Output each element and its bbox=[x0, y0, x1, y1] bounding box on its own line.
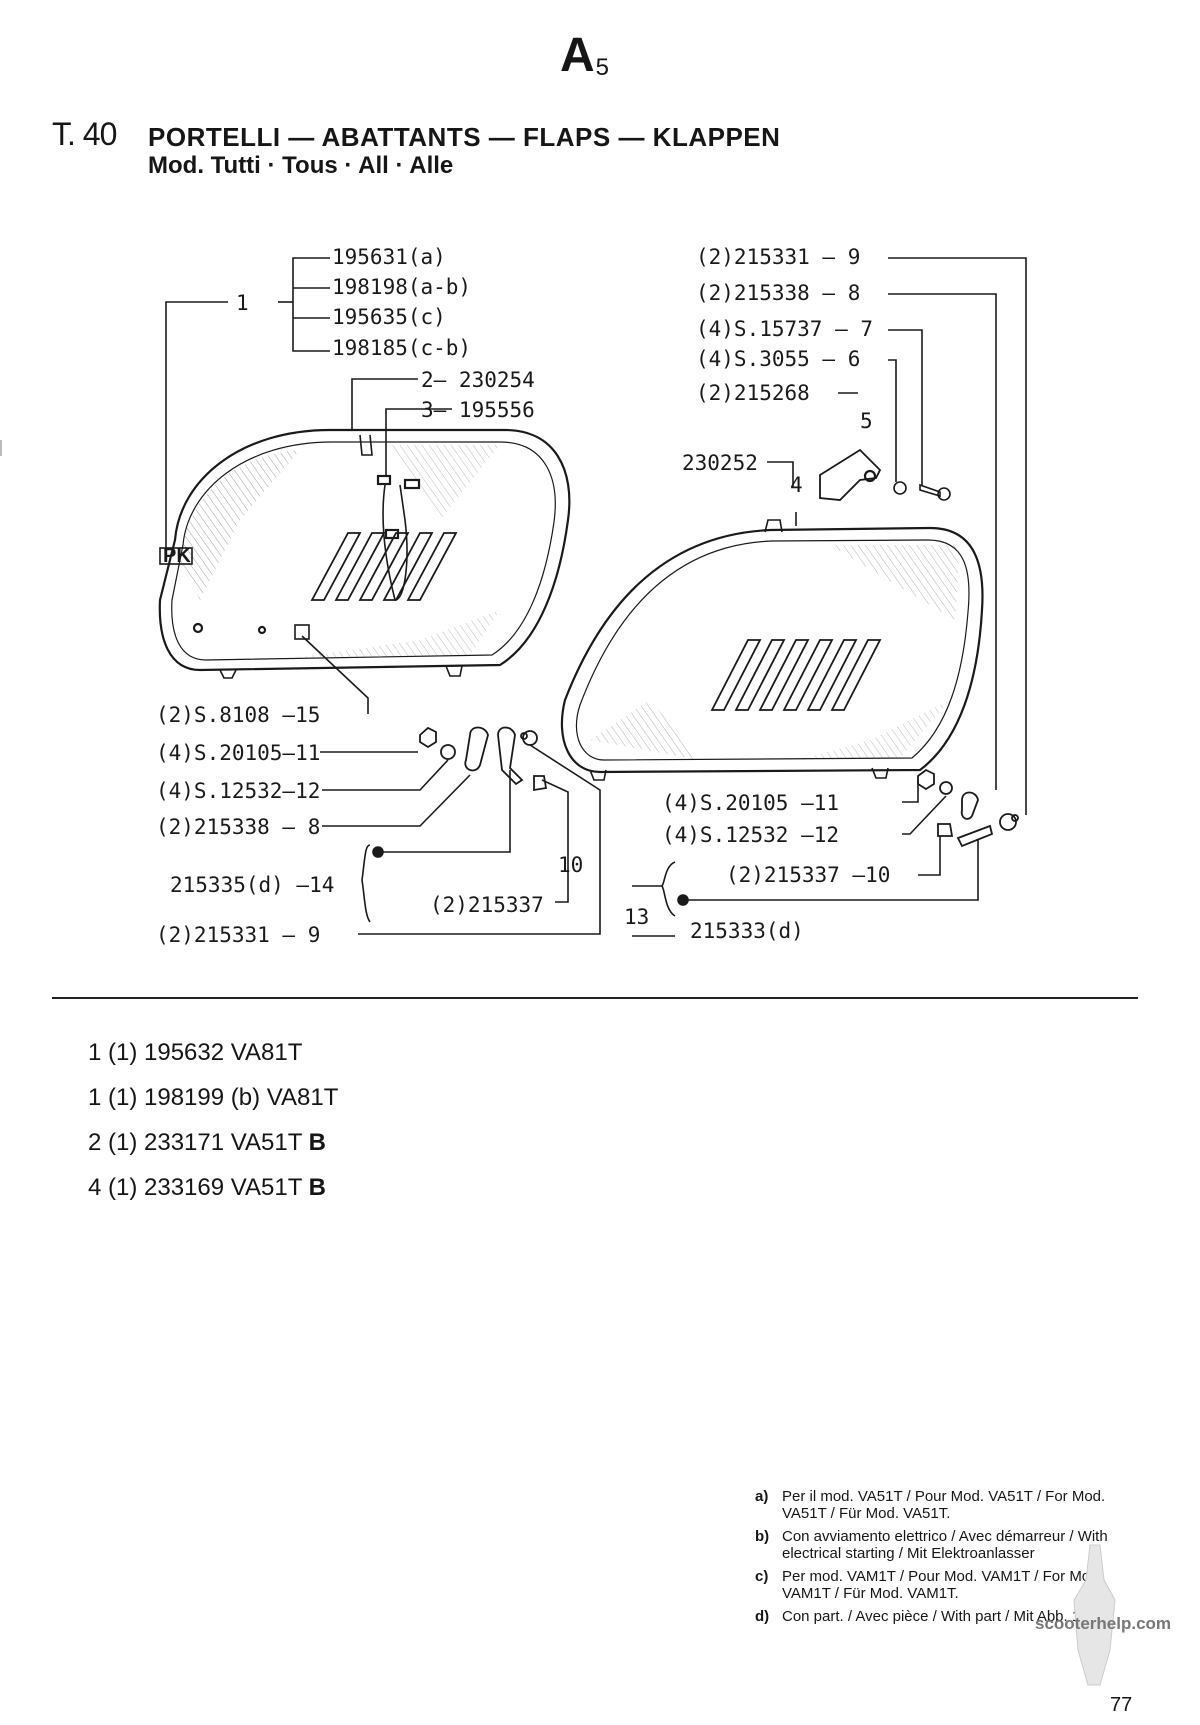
footnote: b)Con avviamento elettrico / Avec démarr… bbox=[755, 1528, 1108, 1562]
callout-13-part: 215333(d) bbox=[690, 919, 804, 943]
leader-lines bbox=[165, 257, 1027, 937]
callout-13-no: 13 bbox=[624, 905, 649, 929]
callout-9-left: (2)215331 — 9 bbox=[156, 923, 320, 947]
left-hardware-drawing bbox=[419, 726, 548, 792]
right-hardware-drawing bbox=[917, 768, 1019, 848]
callout-8-right: (2)215338 — 8 bbox=[696, 281, 860, 305]
callout-1c: 195635(c) bbox=[332, 305, 446, 329]
callout-1d: 198185(c-b) bbox=[332, 336, 471, 360]
right-flap-drawing bbox=[560, 448, 984, 781]
footnote: a)Per il mod. VA51T / Pour Mod. VA51T / … bbox=[755, 1488, 1106, 1522]
callout-1b: 198198(a-b) bbox=[332, 275, 471, 299]
callout-5-part: (2)215268 bbox=[696, 381, 810, 405]
section-code: A5 bbox=[560, 29, 609, 82]
section-divider bbox=[52, 997, 1138, 999]
exploded-parts-diagram: PK bbox=[156, 245, 1027, 947]
left-flap-drawing bbox=[158, 428, 571, 679]
callout-6: (4)S.3055 — 6 bbox=[696, 347, 860, 371]
page-number: 77 bbox=[1110, 1694, 1133, 1716]
footnote: c)Per mod. VAM1T / Pour Mod. VAM1T / For… bbox=[755, 1568, 1103, 1602]
left-callouts: 1 195631(a) 198198(a-b) 195635(c) 198185… bbox=[156, 245, 583, 947]
callout-12-right: (4)S.12532 —12 bbox=[662, 823, 839, 847]
margin-mark bbox=[0, 440, 2, 456]
callout-9-right: (2)215331 — 9 bbox=[696, 245, 860, 269]
callout-3: 3— 195556 bbox=[421, 398, 535, 422]
callout-14: 215335(d) —14 bbox=[170, 873, 334, 897]
callout-7: (4)S.15737 — 7 bbox=[696, 317, 873, 341]
parts-note: 1 (1) 195632 VA81T bbox=[88, 1039, 303, 1066]
table-number: T. 40 bbox=[52, 116, 117, 152]
footnote: d)Con part. / Avec pièce / With part / M… bbox=[755, 1608, 1093, 1625]
callout-10-right: (2)215337 —10 bbox=[726, 863, 890, 887]
parts-note: 2 (1) 233171 VA51T B bbox=[88, 1129, 326, 1156]
callout-11-right: (4)S.20105 —11 bbox=[662, 791, 839, 815]
callout-8-left: (2)215338 — 8 bbox=[156, 815, 320, 839]
right-callouts: (2)215331 — 9 (2)215338 — 8 (4)S.15737 —… bbox=[624, 245, 890, 943]
callout-4-no: 4 bbox=[790, 473, 803, 497]
page-title: PORTELLI — ABATTANTS — FLAPS — KLAPPEN bbox=[148, 122, 781, 152]
parts-note: 1 (1) 198199 (b) VA81T bbox=[88, 1084, 339, 1111]
parts-note: 4 (1) 233169 VA51T B bbox=[88, 1174, 326, 1201]
callout-5-no: 5 bbox=[860, 409, 873, 433]
watermark: scooterhelp.com bbox=[1035, 1614, 1172, 1633]
callout-15: (2)S.8108 —15 bbox=[156, 703, 320, 727]
callout-12-left: (4)S.12532—12 bbox=[156, 779, 320, 803]
callout-10-left-part: (2)215337 bbox=[430, 893, 544, 917]
parts-notes-list: 1 (1) 195632 VA81T 1 (1) 198199 (b) VA81… bbox=[88, 1030, 338, 1210]
pk-badge: PK bbox=[163, 545, 191, 567]
callout-1a: 195631(a) bbox=[332, 245, 446, 269]
page-subtitle: Mod. Tutti · Tous · All · Alle bbox=[148, 152, 454, 179]
scooter-watermark-icon bbox=[1073, 1544, 1116, 1686]
callout-11-left: (4)S.20105—11 bbox=[156, 741, 320, 765]
callout-10-left-no: 10 bbox=[558, 853, 583, 877]
callout-1-no: 1 bbox=[236, 291, 249, 315]
footnotes: a)Per il mod. VA51T / Pour Mod. VA51T / … bbox=[755, 1488, 1150, 1631]
callout-4-part: 230252 bbox=[682, 451, 758, 475]
callout-2: 2— 230254 bbox=[421, 368, 535, 392]
